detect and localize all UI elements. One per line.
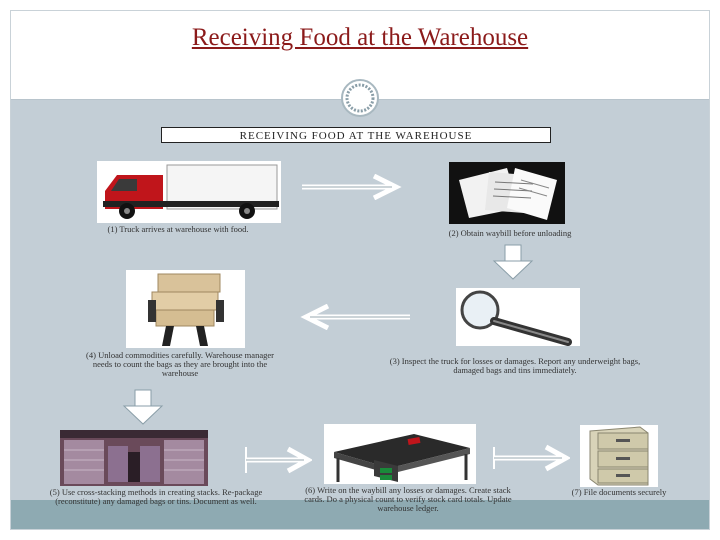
person-carrying-boxes-image xyxy=(126,270,245,348)
slide-title: Receiving Food at the Warehouse xyxy=(191,24,529,51)
warehouse-stacks-icon xyxy=(60,430,208,486)
waybill-papers-image xyxy=(449,162,565,224)
slide-frame xyxy=(10,10,710,530)
diagram-banner: RECEIVING FOOD AT THE WAREHOUSE xyxy=(161,127,551,143)
step-7-label: (7) File documents securely xyxy=(571,487,667,497)
papers-icon xyxy=(449,162,565,224)
person-carrying-boxes-icon xyxy=(148,273,224,346)
truck-image xyxy=(97,161,281,223)
truck-icon xyxy=(103,164,279,219)
arrow-left-icon xyxy=(300,304,410,330)
arrow-down-icon xyxy=(492,244,534,280)
warehouse-stacks-image xyxy=(60,430,208,486)
arrow-right-icon xyxy=(302,174,402,200)
step-6-label: (6) Write on the waybill any losses or d… xyxy=(304,485,512,513)
filing-cabinet-image xyxy=(580,425,658,487)
arrow-right-icon xyxy=(245,446,312,474)
step-3-label: (3) Inspect the truck for losses or dama… xyxy=(389,356,641,375)
magnifying-glass-image xyxy=(456,288,580,346)
arrow-down-icon xyxy=(122,389,164,425)
magnifying-glass-icon xyxy=(460,290,572,346)
desk-icon xyxy=(334,434,470,482)
step-5-label: (5) Use cross-stacking methods in creati… xyxy=(49,487,263,506)
filing-cabinet-icon xyxy=(589,426,649,486)
bottom-bar xyxy=(11,500,709,529)
step-1-label: (1) Truck arrives at warehouse with food… xyxy=(107,224,249,234)
ring-ornament-icon xyxy=(341,79,379,117)
desk-image xyxy=(324,424,476,484)
step-2-label: (2) Obtain waybill before unloading xyxy=(448,228,572,238)
arrow-right-icon xyxy=(493,444,570,472)
step-4-label: (4) Unload commodities carefully. Wareho… xyxy=(86,350,274,378)
